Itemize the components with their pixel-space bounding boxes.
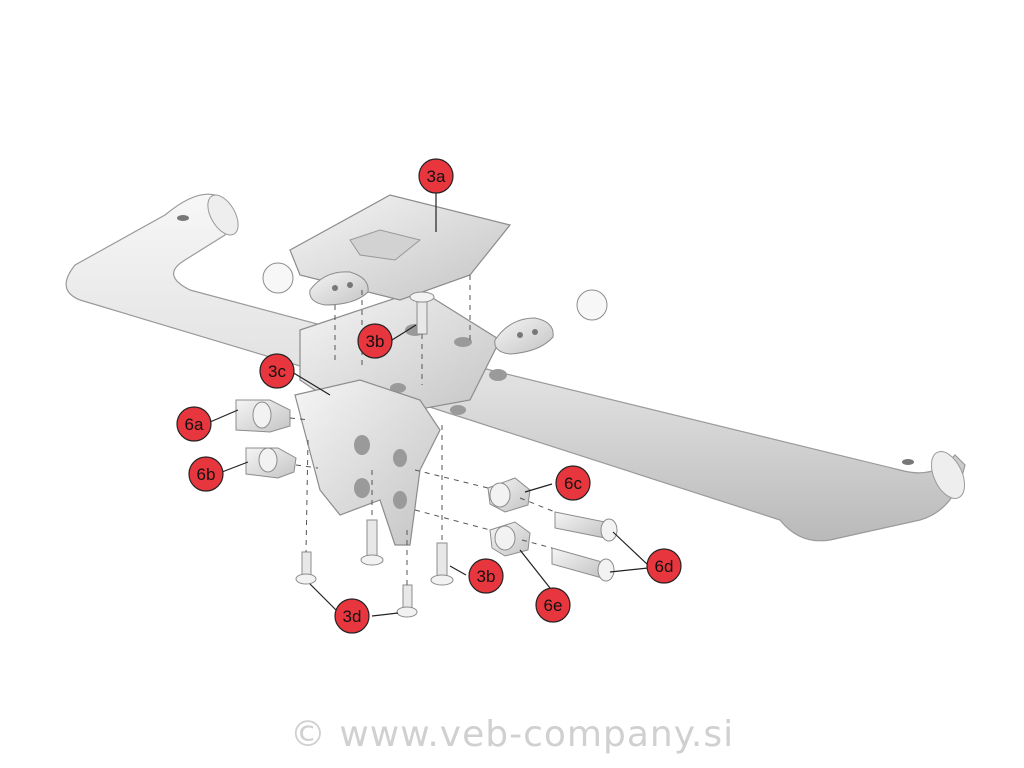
callout-3a: 3a — [418, 158, 454, 194]
callout-label: 6d — [655, 557, 674, 576]
callout-label: 6e — [544, 596, 563, 615]
callout-circle — [259, 353, 295, 389]
callout-3b-bottom: 3b — [468, 558, 504, 594]
right-clamp-pad — [494, 317, 554, 355]
callout-leaders — [209, 190, 649, 617]
nut-6a — [235, 399, 291, 433]
callout-circle — [188, 456, 224, 492]
callout-circle — [334, 598, 370, 634]
callout-circle — [357, 323, 393, 359]
callout-label: 3d — [343, 607, 362, 626]
assembly-lines — [289, 275, 556, 585]
bolt-6d-upper — [554, 511, 618, 542]
right-ball-icon — [576, 289, 608, 321]
screw-3d-left — [295, 551, 317, 585]
callouts: 3a 3b 3c 6a 6b 6c 6d 3b 6e 3d — [176, 158, 682, 634]
callout-6a: 6a — [176, 406, 212, 442]
callout-circle — [176, 406, 212, 442]
callout-label: 3b — [477, 567, 496, 586]
nut-6c — [487, 477, 531, 513]
callout-circle — [555, 465, 591, 501]
screw-3d-right — [396, 584, 418, 618]
nut-6b — [245, 447, 297, 479]
callout-6d: 6d — [646, 548, 682, 584]
lower-bracket — [294, 379, 441, 546]
callout-label: 6b — [197, 465, 216, 484]
center-screw — [409, 291, 435, 335]
handlebar-tube — [65, 193, 966, 542]
callout-label: 3a — [427, 167, 446, 186]
callout-circle — [418, 158, 454, 194]
callout-label: 3c — [268, 362, 286, 381]
left-ball-icon — [262, 262, 294, 294]
callout-6b: 6b — [188, 456, 224, 492]
watermark: © www.veb-company.si — [289, 714, 735, 755]
callout-label: 3b — [366, 332, 385, 351]
callout-label: 6c — [564, 474, 582, 493]
callout-circle — [535, 587, 571, 623]
callout-6c: 6c — [555, 465, 591, 501]
callout-6e: 6e — [535, 587, 571, 623]
screw-center-lower — [360, 519, 384, 566]
nut-6e — [489, 521, 531, 557]
callout-circle — [646, 548, 682, 584]
callout-3b-top: 3b — [357, 323, 393, 359]
callout-circle — [468, 558, 504, 594]
bolt-6d-lower — [551, 547, 615, 582]
callout-3d: 3d — [334, 598, 370, 634]
left-clamp-pad — [309, 271, 369, 306]
screw-3b-lower — [430, 542, 454, 586]
callout-label: 6a — [185, 415, 204, 434]
callout-3c: 3c — [259, 353, 295, 389]
